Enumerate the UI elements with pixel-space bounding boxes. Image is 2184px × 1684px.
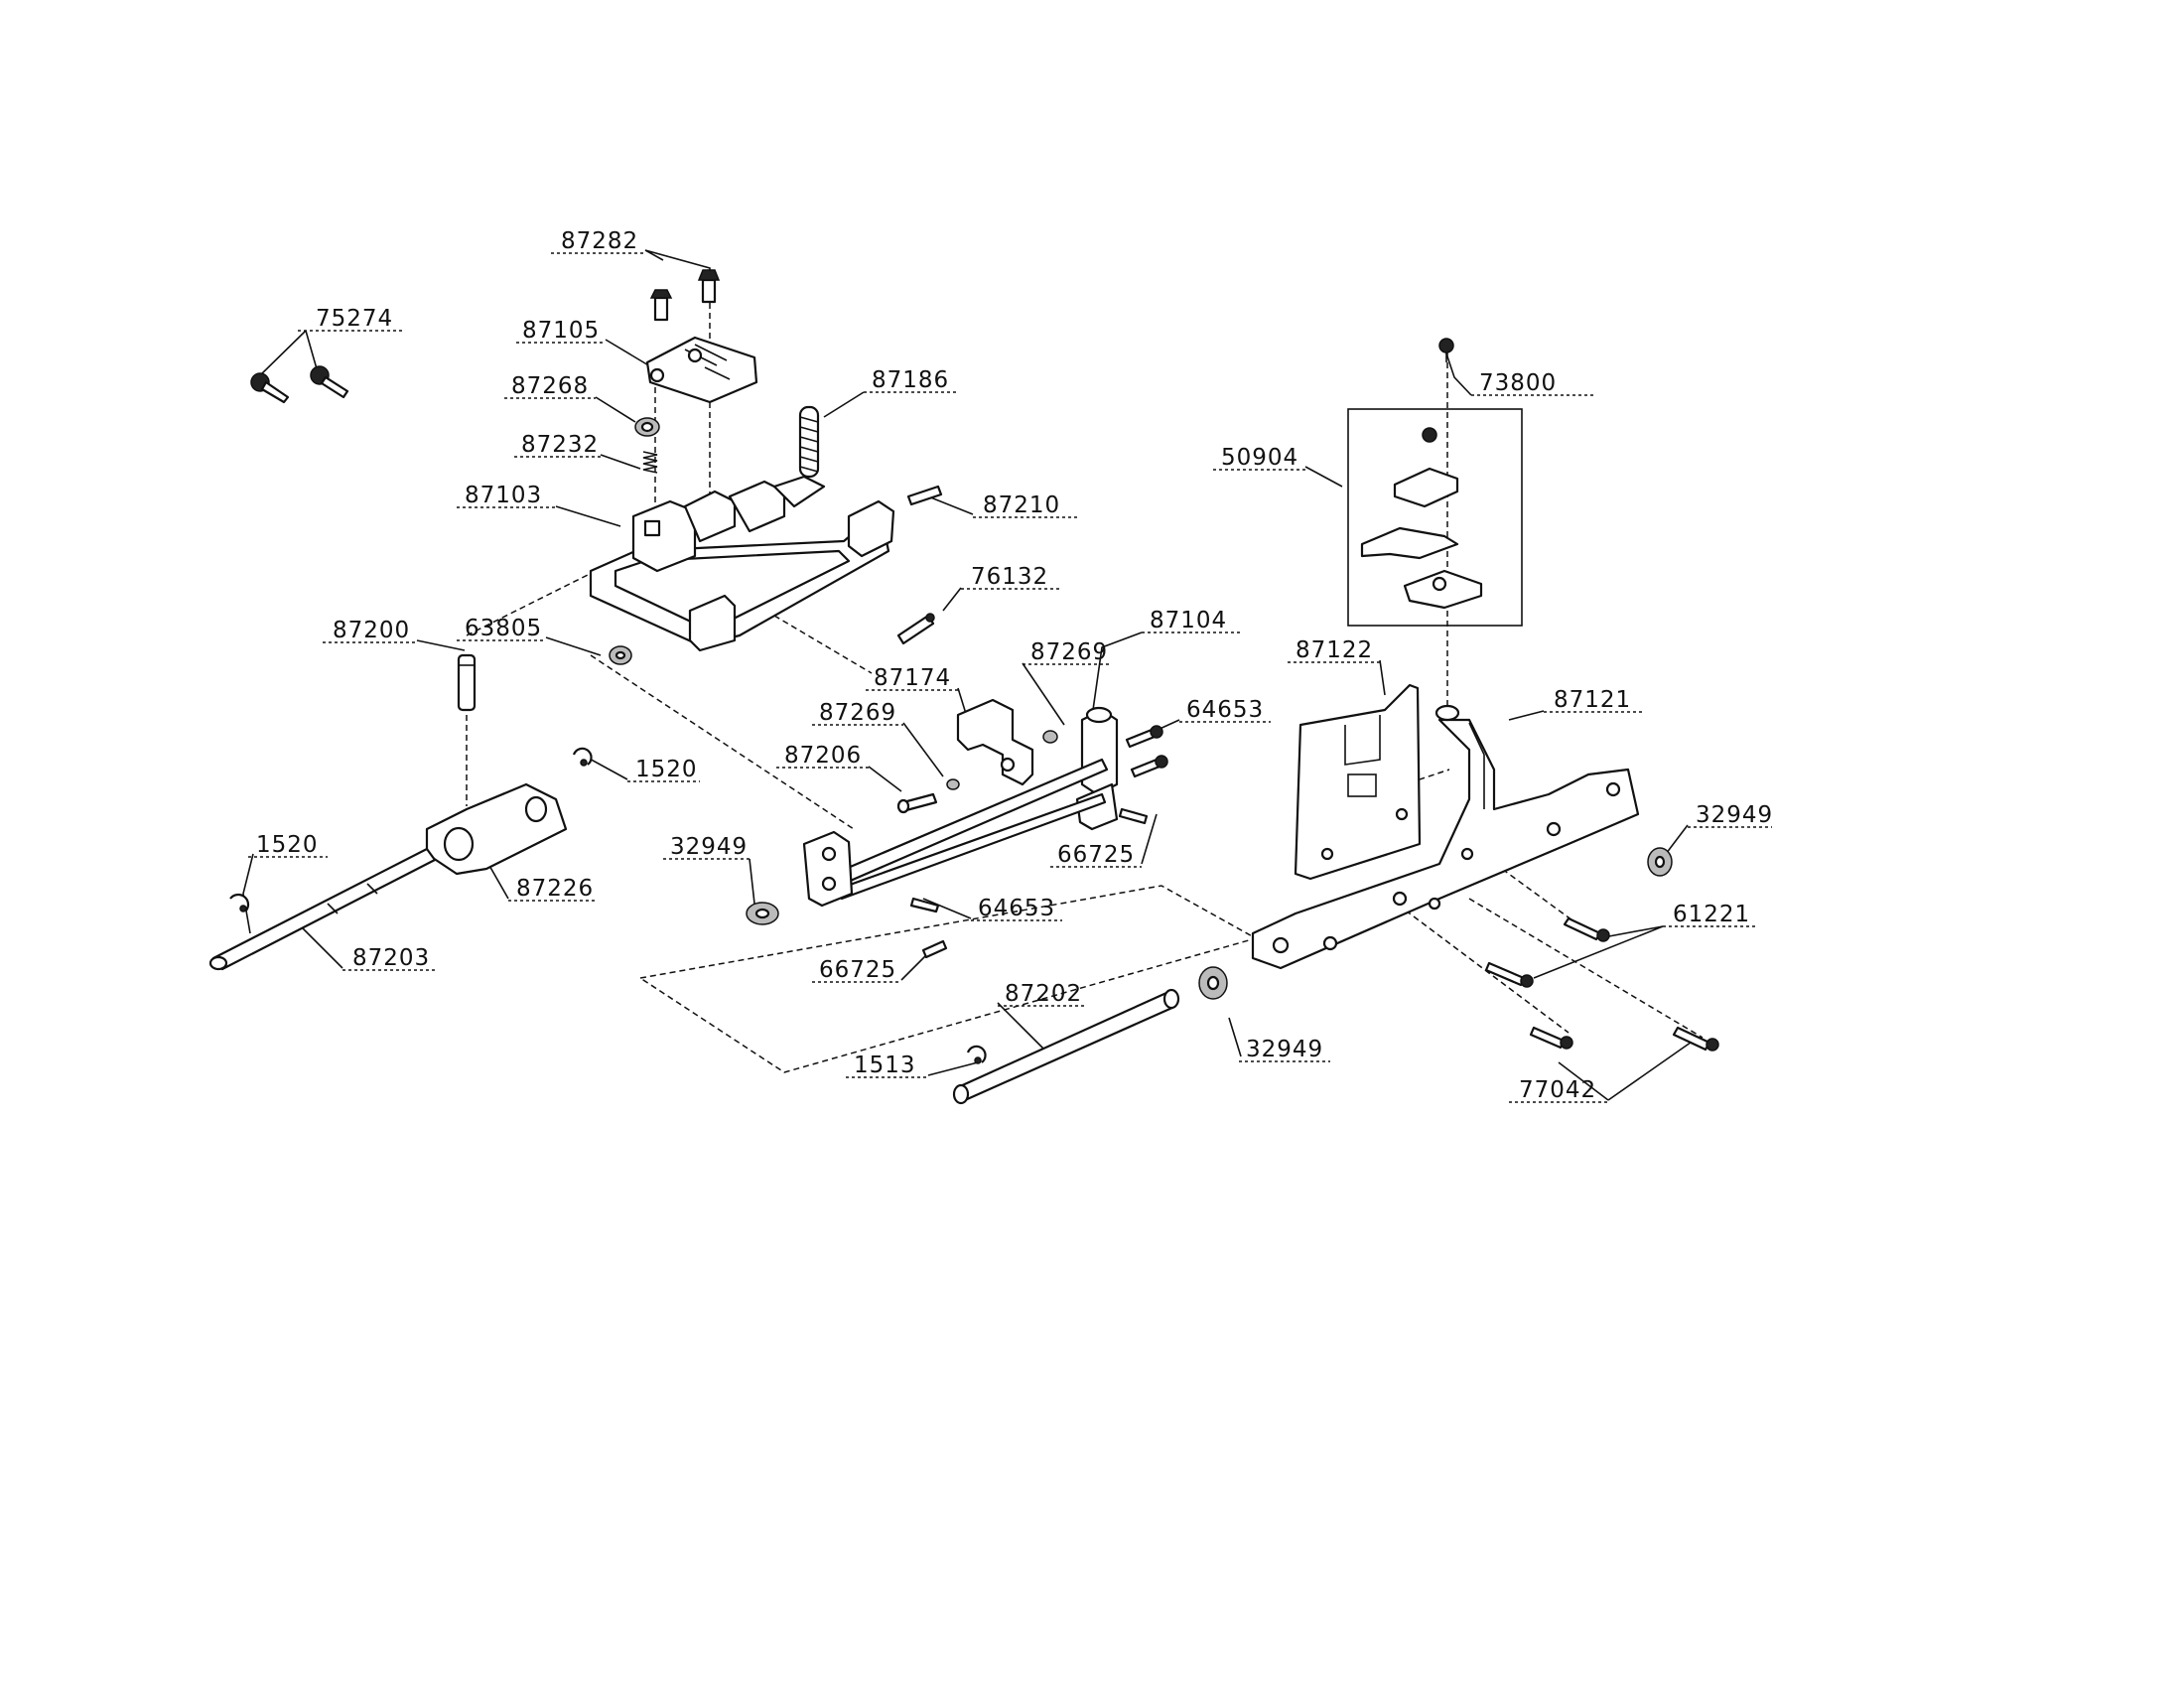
pin-87206: [896, 792, 938, 814]
pin-87269-b: [946, 778, 960, 790]
screw-61221-a: [1563, 916, 1610, 942]
parts: [208, 269, 1719, 1105]
label-64653-b: 64653: [978, 896, 1055, 921]
block-87226: [425, 782, 568, 876]
kit-50904: [1347, 408, 1523, 627]
washer-32949-a: [746, 902, 779, 925]
screw-87282-b: [697, 269, 721, 304]
screw-87282-a: [649, 289, 673, 322]
clip-1520-b: [229, 893, 250, 912]
label-87269-b: 87269: [819, 700, 896, 726]
screw-77042-b: [1672, 1026, 1719, 1052]
shaft-87203: [208, 847, 437, 971]
bracket-87121: [1251, 704, 1640, 970]
part-labels: 87282 75274 87105 87268 87186 87232 8710…: [248, 228, 1773, 1103]
screw-77042-a: [1529, 1026, 1573, 1050]
label-87105: 87105: [522, 318, 600, 344]
label-76132: 76132: [971, 564, 1048, 590]
screw-75274-b: [310, 365, 349, 399]
screw-66725-b: [921, 939, 948, 959]
label-87104: 87104: [1150, 608, 1227, 633]
label-87268: 87268: [511, 373, 589, 399]
label-75274: 75274: [316, 306, 393, 332]
label-50904: 50904: [1221, 445, 1298, 471]
plate-87122: [1294, 683, 1422, 881]
screw-73800: [1438, 338, 1454, 362]
washer-32949-c: [1647, 847, 1673, 877]
label-87206: 87206: [784, 743, 862, 769]
label-61221: 61221: [1673, 902, 1750, 927]
label-64653-a: 64653: [1186, 697, 1264, 723]
label-87121: 87121: [1554, 687, 1631, 713]
label-66725-b: 66725: [819, 957, 896, 983]
plate-87105: [645, 336, 758, 404]
clip-1513: [966, 1045, 987, 1064]
label-77042: 77042: [1519, 1077, 1596, 1103]
label-32949-a: 32949: [670, 834, 748, 860]
label-87103: 87103: [465, 483, 542, 508]
nut-63805: [609, 645, 632, 665]
pin-87269-a: [1042, 730, 1058, 744]
pin-87200: [457, 653, 477, 712]
label-87202: 87202: [1005, 981, 1082, 1007]
bracket-87174: [956, 698, 1034, 786]
spring-87186: [798, 405, 820, 479]
frame-87103: [589, 475, 895, 652]
spring-87232: [642, 451, 658, 474]
screw-75274-a: [250, 372, 290, 404]
pin-87210: [906, 485, 943, 506]
label-87226: 87226: [516, 876, 594, 902]
washer-32949-b: [1198, 966, 1228, 1000]
label-63805: 63805: [465, 616, 542, 641]
bracket-87104: [1075, 706, 1119, 831]
label-1520-b: 1520: [256, 832, 319, 858]
label-87282: 87282: [561, 228, 638, 254]
shaft-87202: [952, 988, 1180, 1105]
label-87186: 87186: [872, 367, 949, 393]
label-73800: 73800: [1479, 370, 1557, 396]
clip-1520-a: [572, 747, 593, 767]
label-1520-a: 1520: [635, 757, 698, 782]
nut-87268: [634, 417, 660, 437]
leader-lines: [242, 249, 1699, 1101]
screw-64653-a: [1125, 725, 1168, 778]
label-87174: 87174: [874, 665, 951, 691]
screw-66725-a: [1118, 807, 1149, 825]
label-87200: 87200: [333, 618, 410, 643]
label-87269-a: 87269: [1030, 639, 1108, 665]
label-32949-c: 32949: [1696, 802, 1773, 828]
label-87122: 87122: [1296, 637, 1373, 663]
pin-76132: [896, 613, 935, 645]
screw-61221-b: [1484, 961, 1534, 988]
rail-assembly-87104: [802, 758, 1109, 908]
assembly-lines: [466, 283, 1704, 1073]
label-87203: 87203: [352, 945, 430, 971]
label-66725-a: 66725: [1057, 842, 1135, 868]
label-87232: 87232: [521, 432, 599, 458]
label-32949-b: 32949: [1246, 1037, 1323, 1062]
screw-64653-b: [909, 897, 940, 913]
label-87210: 87210: [983, 492, 1060, 518]
label-1513: 1513: [854, 1052, 916, 1078]
